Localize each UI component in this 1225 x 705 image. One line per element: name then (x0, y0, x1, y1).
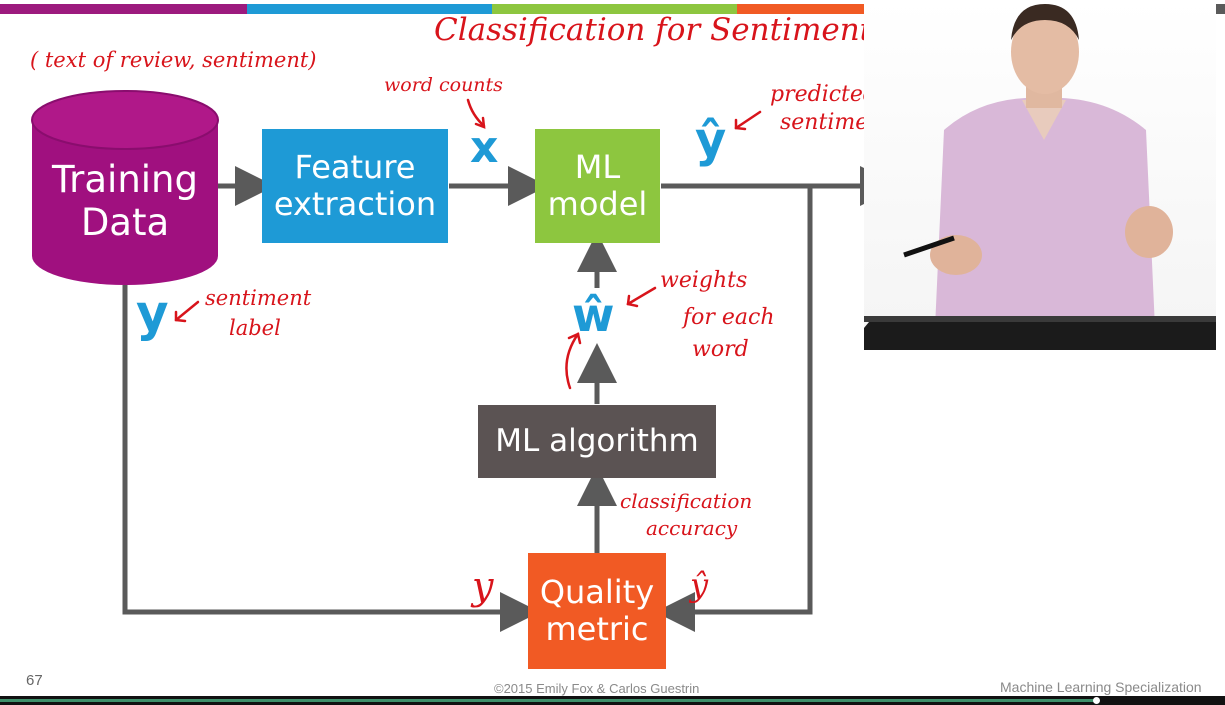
cylinder-shape (31, 90, 219, 285)
header-stripe-green (492, 4, 737, 14)
annotation-weights-1: weights (660, 268, 748, 293)
annotation-sentiment-label-2: label (229, 316, 281, 340)
pointer-weights-head (626, 294, 639, 308)
pointer-predicted (734, 110, 762, 130)
symbol-w-hat: ŵ (572, 288, 615, 342)
quality-metric-line1: Quality (539, 573, 655, 612)
pointer-w-curve (565, 332, 580, 390)
feature-extraction-line2: extraction (273, 185, 437, 223)
annotation-qm-y: y (472, 564, 494, 608)
annotation-data-format: ( text of review, sentiment) (30, 48, 317, 72)
handwritten-title: Classification for Sentiment (434, 12, 873, 48)
pointer-predicted-head (734, 118, 747, 131)
training-data-line2: Data (80, 201, 170, 244)
annotation-word-counts: word counts (384, 74, 503, 96)
feature-extraction-node: Feature extraction (262, 129, 448, 243)
course-name: Machine Learning Specialization (1000, 679, 1202, 695)
presenter-video (864, 0, 1216, 350)
pointer-sentiment-label-head (174, 310, 187, 323)
annotation-qm-y-hat: ŷ (690, 566, 709, 604)
header-stripe-blue (247, 4, 492, 14)
symbol-x: x (470, 122, 499, 173)
training-data-label: Training Data (31, 152, 219, 252)
annotation-weights-3: word (692, 337, 749, 362)
pointer-sentiment-label (174, 300, 200, 322)
training-data-node: Training Data (31, 90, 219, 286)
quality-metric-line2: metric (545, 610, 649, 648)
ml-model-line2: model (547, 185, 648, 223)
copyright-text: ©2015 Emily Fox & Carlos Guestrin (494, 681, 700, 696)
pointer-w-curve-head (567, 332, 582, 345)
header-stripe-purple (0, 4, 247, 14)
annotation-classification: classification (620, 489, 753, 513)
pointer-weights (626, 286, 657, 306)
annotation-predicted: predicted (770, 82, 878, 107)
training-data-line1: Training (52, 158, 198, 202)
pointer-word-counts-head (474, 116, 486, 129)
annotation-weights-2: for each (683, 305, 775, 330)
annotation-accuracy: accuracy (646, 516, 738, 540)
header-stripe-orange (737, 4, 985, 14)
ml-algorithm-node: ML algorithm (478, 405, 716, 478)
ml-model-node: ML model (535, 129, 660, 243)
page-number: 67 (26, 672, 43, 689)
ml-algorithm-label: ML algorithm (495, 422, 699, 459)
video-progress-fill (0, 699, 1097, 702)
quality-metric-node: Quality metric (528, 553, 666, 669)
video-progress-handle[interactable] (1093, 697, 1100, 704)
symbol-y: y (136, 284, 169, 342)
presenter-figure (864, 4, 1216, 350)
symbol-y-hat: ŷ (695, 112, 727, 168)
ml-model-line1: ML (574, 148, 621, 187)
annotation-sentiment-label-1: sentiment (205, 286, 312, 310)
arrow-y-to-quality (122, 285, 540, 632)
feature-extraction-line1: Feature (294, 148, 416, 187)
arrow-yhat-loop (655, 186, 813, 632)
pointer-word-counts (466, 98, 486, 128)
video-progress-bar[interactable] (0, 696, 1225, 705)
